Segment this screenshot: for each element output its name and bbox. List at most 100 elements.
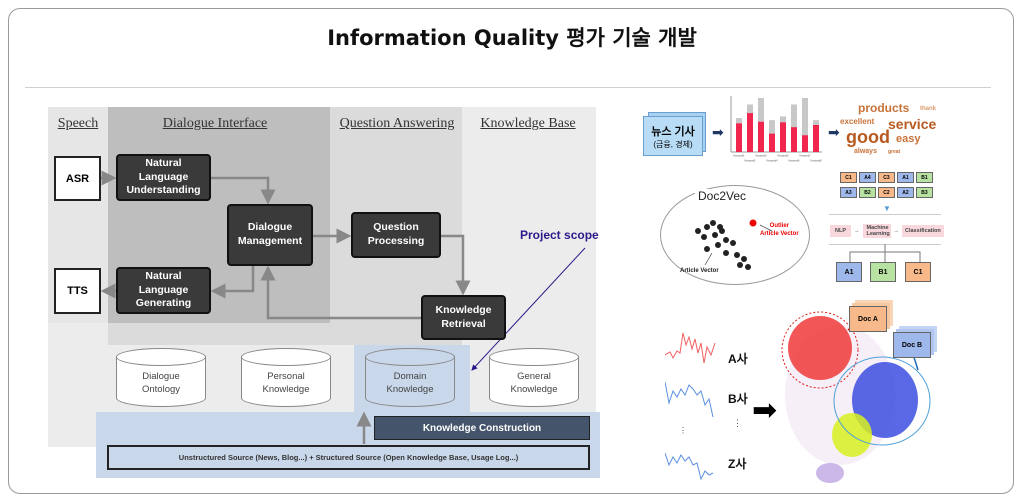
ml-pipeline: NLP→ Machine Learning→ Classification xyxy=(830,222,944,240)
tick-label: Keyword4 xyxy=(766,160,778,163)
pipeline-classification: Classification xyxy=(902,225,944,237)
tts-box: TTS xyxy=(54,268,101,314)
arrow-right-icon: ➡ xyxy=(828,124,840,140)
company-b-label: B사 xyxy=(728,392,748,406)
tick-label: Keyword6 xyxy=(788,160,800,163)
outlier-line2: Article Vector xyxy=(760,230,799,237)
column-header-qa: Question Answering xyxy=(339,116,455,131)
article-vector-label: Article Vector xyxy=(680,268,719,274)
article-vector-scatter xyxy=(695,219,773,270)
output-c1: C1 xyxy=(905,262,931,282)
divider xyxy=(829,214,941,215)
tick-label: Keyword3 xyxy=(755,155,767,158)
input-card: B1 xyxy=(916,172,933,183)
nlg-line2: Language xyxy=(138,283,189,296)
qp-line2: Processing xyxy=(367,235,425,247)
store-label: Ontology xyxy=(141,384,181,396)
title-divider xyxy=(25,87,991,88)
word-cloud: products service excellent good easy tha… xyxy=(840,102,940,158)
slide-title: Information Quality 평가 기술 개발 xyxy=(327,26,697,50)
knowledge-construction-box: Knowledge Construction xyxy=(374,416,590,440)
project-scope-arrow xyxy=(471,247,586,371)
company-a-label: A사 xyxy=(728,352,748,366)
news-articles-doc: 뉴스 기사 (금융, 경제) xyxy=(643,116,703,156)
slide-frame xyxy=(8,8,1014,494)
input-card: B2 xyxy=(859,187,876,198)
store-label: Domain xyxy=(393,371,427,382)
nlu-line1: Natural xyxy=(145,157,182,170)
bar-highlight xyxy=(802,135,808,152)
dm-line2: Management xyxy=(237,235,303,247)
input-card: C1 xyxy=(840,172,857,183)
nlg-line3: Generating xyxy=(135,297,192,310)
input-card: A3 xyxy=(840,187,857,198)
doc2vec-title: Doc2Vec xyxy=(695,189,750,203)
word: good xyxy=(846,127,890,147)
big-arrow-icon: ➡ xyxy=(752,394,778,427)
bar-highlight xyxy=(747,113,753,152)
pipeline-ml: Machine Learning xyxy=(862,224,891,238)
input-card: A4 xyxy=(859,172,876,183)
project-scope-label: Project scope xyxy=(520,228,599,242)
kr-line1: Knowledge xyxy=(435,303,492,316)
bar-highlight xyxy=(769,133,775,152)
output-a1: A1 xyxy=(836,262,862,282)
svg-text:⋮: ⋮ xyxy=(679,426,687,435)
sources-box: Unstructured Source (News, Blog...) + St… xyxy=(107,445,590,470)
store-label: Personal xyxy=(267,371,305,382)
store-label: Knowledge xyxy=(386,384,434,396)
ellipsis: ⋮ xyxy=(733,418,742,428)
doc-a-card: Doc A xyxy=(849,306,887,332)
input-card: C3 xyxy=(878,172,895,183)
word: always xyxy=(854,148,877,155)
bar-highlight xyxy=(813,125,819,152)
qp-line1: Question xyxy=(373,221,419,234)
branch-lines xyxy=(849,244,921,262)
input-card: C2 xyxy=(878,187,895,198)
company-z-label: Z사 xyxy=(728,457,747,471)
bar-highlight xyxy=(758,121,764,152)
arrow-down-icon: ▼ xyxy=(883,204,891,213)
word: service xyxy=(888,116,937,132)
news-subtitle: (금융, 경제) xyxy=(653,139,693,149)
news-title: 뉴스 기사 xyxy=(651,125,695,138)
column-header-dialogue: Dialogue Interface xyxy=(162,116,268,131)
tick-label: Keyword7 xyxy=(799,155,811,158)
column-header-kb: Knowledge Base xyxy=(480,116,576,131)
bar-total xyxy=(802,98,808,152)
bar-highlight xyxy=(780,122,786,152)
doc-b-card: Doc B xyxy=(893,332,931,358)
word: excellent xyxy=(840,117,875,126)
tick-label: Keyword5 xyxy=(777,155,789,158)
store-label: Knowledge xyxy=(262,384,310,396)
document-network-graph xyxy=(781,311,931,483)
word: products xyxy=(858,101,910,115)
bar-highlight xyxy=(736,123,742,152)
nlu-line3: Understanding xyxy=(126,184,201,197)
column-header-speech: Speech xyxy=(57,116,99,131)
kr-line2: Retrieval xyxy=(441,317,486,330)
stock-time-series: ⋮ xyxy=(665,332,716,481)
dm-line1: Dialogue xyxy=(247,221,293,234)
tick-label: Keyword1 xyxy=(733,155,745,158)
arrow-right-icon: ➡ xyxy=(712,124,724,140)
asr-box: ASR xyxy=(54,156,101,201)
word: thank xyxy=(920,106,937,112)
input-card: B3 xyxy=(916,187,933,198)
nlu-line2: Language xyxy=(138,170,189,183)
outlier-line1: Outlier xyxy=(769,223,790,229)
nlg-line1: Natural xyxy=(145,270,182,283)
store-label: Knowledge xyxy=(510,384,558,396)
bar-highlight xyxy=(791,127,797,152)
input-card: A2 xyxy=(897,187,914,198)
input-card: A1 xyxy=(897,172,914,183)
